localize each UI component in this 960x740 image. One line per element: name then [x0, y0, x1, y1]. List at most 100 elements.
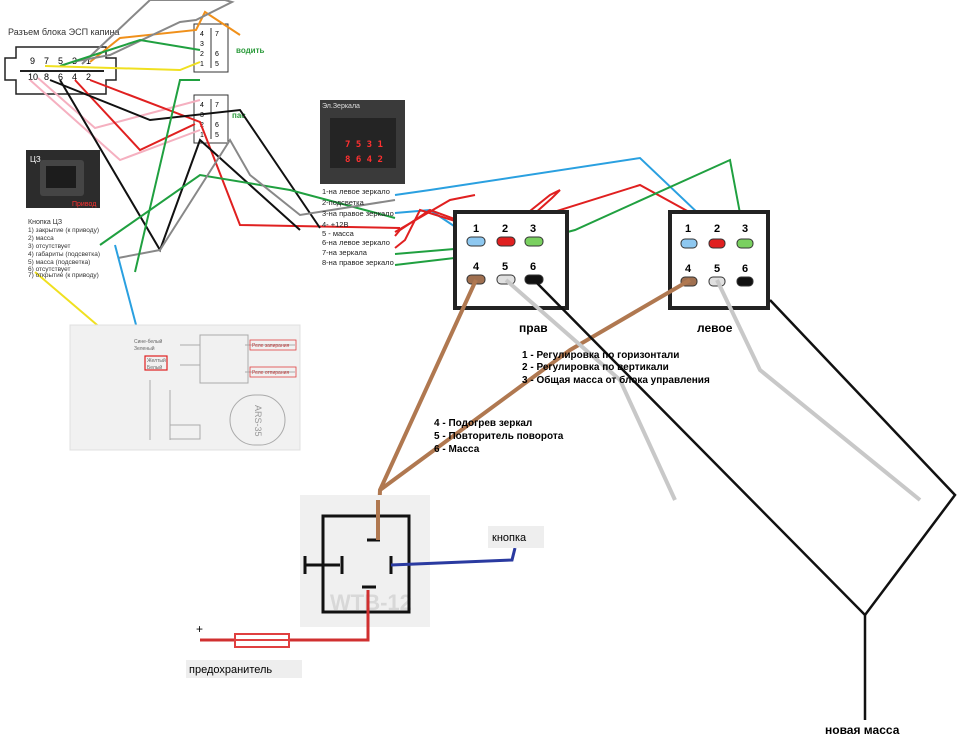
connector-pin-number: 4: [685, 263, 692, 275]
cz-item: 2) масса: [28, 235, 54, 242]
connector-pin-number: 2: [502, 223, 508, 235]
ground-label: новая масса: [825, 723, 900, 737]
button-label: кнопка: [492, 532, 527, 544]
mirror-item: 2-подсветка: [322, 198, 365, 207]
mirror-item: 5 - масса: [322, 229, 355, 238]
cz-button-block: ЦЗ Привод Кнопка ЦЗ 1) закрытие (к приво…: [26, 150, 100, 279]
connector-pin-number: 4: [473, 261, 480, 273]
ws-pin: 7: [215, 31, 219, 38]
window-switch-driver: 4 3 2 1 7 6 5 водить: [193, 23, 265, 73]
relay-scan: Сине-белый Зеленый Желтый Белый Реле зап…: [69, 324, 301, 451]
ws-pin: 5: [215, 132, 219, 139]
mirror-item: 3-на правое зеркало: [322, 209, 394, 218]
esp-bottom-pins: 10 8 6 4 2: [28, 72, 91, 82]
legend-item: 1 - Регулировка по горизонтали: [522, 350, 679, 361]
legend-item: 3 - Общая масса от блока управления: [522, 374, 710, 386]
cz-item: 7) открытие (к приводу): [28, 272, 99, 279]
connector-right-label: прав: [519, 321, 548, 335]
cz-item: 3) отсутствует: [28, 243, 70, 250]
esp-pin: 2: [86, 72, 91, 82]
legend-item: 4 - Подогрев зеркал: [434, 418, 532, 429]
pin-socket: [708, 238, 726, 249]
esp-pin: 4: [72, 72, 77, 82]
control-wires: [29, 0, 401, 371]
relay-scan-label: Реле отпирания: [252, 370, 289, 376]
mirror-switch-block: Эл.Зеркала 7 5 3 1 8 6 4 2 1-на левое зе…: [320, 100, 405, 267]
cz-item: 1) закрытие (к приводу): [28, 227, 99, 234]
fuse-label: предохранитель: [189, 664, 272, 676]
ws-pin: 6: [215, 122, 219, 129]
connector-pin-number: 1: [685, 223, 691, 235]
connector-pin-number: 2: [714, 223, 720, 235]
esp-block-title: Разъем блока ЭСП капина: [8, 27, 120, 37]
window-switch-passenger: 4 3 2 1 7 6 5 пас: [193, 94, 246, 144]
connector-pin-number: 3: [742, 223, 748, 235]
cz-item: 6) отсутствует: [28, 266, 70, 273]
connector-pin-number: 5: [714, 263, 720, 275]
ws-pin: 6: [215, 51, 219, 58]
cz-photo-label: ЦЗ: [30, 155, 41, 164]
esp-pin: 5: [58, 56, 63, 66]
pin-socket: [680, 238, 698, 249]
pin-socket: [496, 236, 516, 247]
connector-pin-number: 3: [530, 223, 536, 235]
window-switch-passenger-label: пас: [232, 111, 246, 120]
mirror-item: 7-на зеркала: [322, 248, 368, 257]
relay-scan-label: Реле запирания: [252, 343, 290, 349]
cz-item: 5) масса (подсветка): [28, 259, 90, 266]
esp-pin: 7: [44, 56, 49, 66]
output-wires: [376, 278, 957, 720]
ws-pin: 3: [200, 112, 204, 119]
connector-right: 1 2 3 4 5 6 прав: [453, 210, 569, 335]
mirror-photo-pins-top: 7 5 3 1: [345, 140, 383, 150]
pin-socket: [524, 236, 544, 247]
legend-item: 5 - Повторитель поворота: [434, 431, 564, 442]
relay-scan-label: Белый: [147, 364, 162, 371]
relay-scan-label: Сине-белый: [134, 338, 163, 345]
relay-scan-label: Желтый: [147, 357, 166, 364]
fuse: + предохранитель: [186, 622, 302, 678]
ws-pin: 5: [215, 61, 219, 68]
ws-pin: 1: [200, 132, 204, 139]
mirror-item: 1-на левое зеркало: [322, 187, 390, 196]
connector-pin-number: 1: [473, 223, 479, 235]
pin-socket: [466, 236, 486, 247]
mirror-photo-pins-bottom: 8 6 4 2: [345, 155, 383, 165]
connector-pin-number: 6: [530, 261, 536, 273]
relay-scan-label: ARS-35: [253, 405, 263, 437]
connector-left-label: левое: [697, 321, 733, 335]
ws-pin: 3: [200, 41, 204, 48]
heater-relay: WTB-12 кнопка: [200, 495, 544, 642]
legend-bottom: 4 - Подогрев зеркал 5 - Повторитель пово…: [434, 418, 564, 455]
esp-pin: 9: [30, 56, 35, 66]
legend-item: 6 - Масса: [434, 444, 480, 455]
relay-scan-label: Зеленый: [134, 345, 155, 352]
ws-pin: 1: [200, 61, 204, 68]
window-switch-driver-label: водить: [236, 46, 265, 55]
esp-pin: 8: [44, 72, 49, 82]
cz-photo-caption: Привод: [72, 201, 96, 208]
legend-top: 1 - Регулировка по горизонтали 2 - Регул…: [522, 350, 710, 386]
plus-label: +: [196, 622, 203, 636]
cz-item: 4) габариты (подсветка): [28, 250, 100, 258]
connector-pin-number: 5: [502, 261, 508, 273]
esp-pin: 6: [58, 72, 63, 82]
ws-pin: 2: [200, 51, 204, 58]
legend-item: 2 - Регулировка по вертикали: [522, 362, 669, 373]
mirror-photo-label: Эл.Зеркала: [322, 103, 360, 110]
pin-socket: [524, 274, 544, 285]
connector-left: 1 2 3 4 5 6 левое: [668, 210, 770, 335]
esp-pin: 10: [28, 72, 38, 82]
mirror-item: 8-на правое зеркало: [322, 258, 394, 267]
mirror-item: 6-на левое зеркало: [322, 238, 390, 247]
pin-socket: [736, 238, 754, 249]
ws-pin: 7: [215, 102, 219, 109]
mirror-item: 4- +12В: [322, 220, 348, 229]
connector-pin-number: 6: [742, 263, 748, 275]
cz-button-title: Кнопка ЦЗ: [28, 219, 62, 226]
ws-pin: 4: [200, 31, 204, 38]
ws-pin: 4: [200, 102, 204, 109]
esp-pin: 1: [86, 56, 91, 66]
pin-socket: [736, 276, 754, 287]
